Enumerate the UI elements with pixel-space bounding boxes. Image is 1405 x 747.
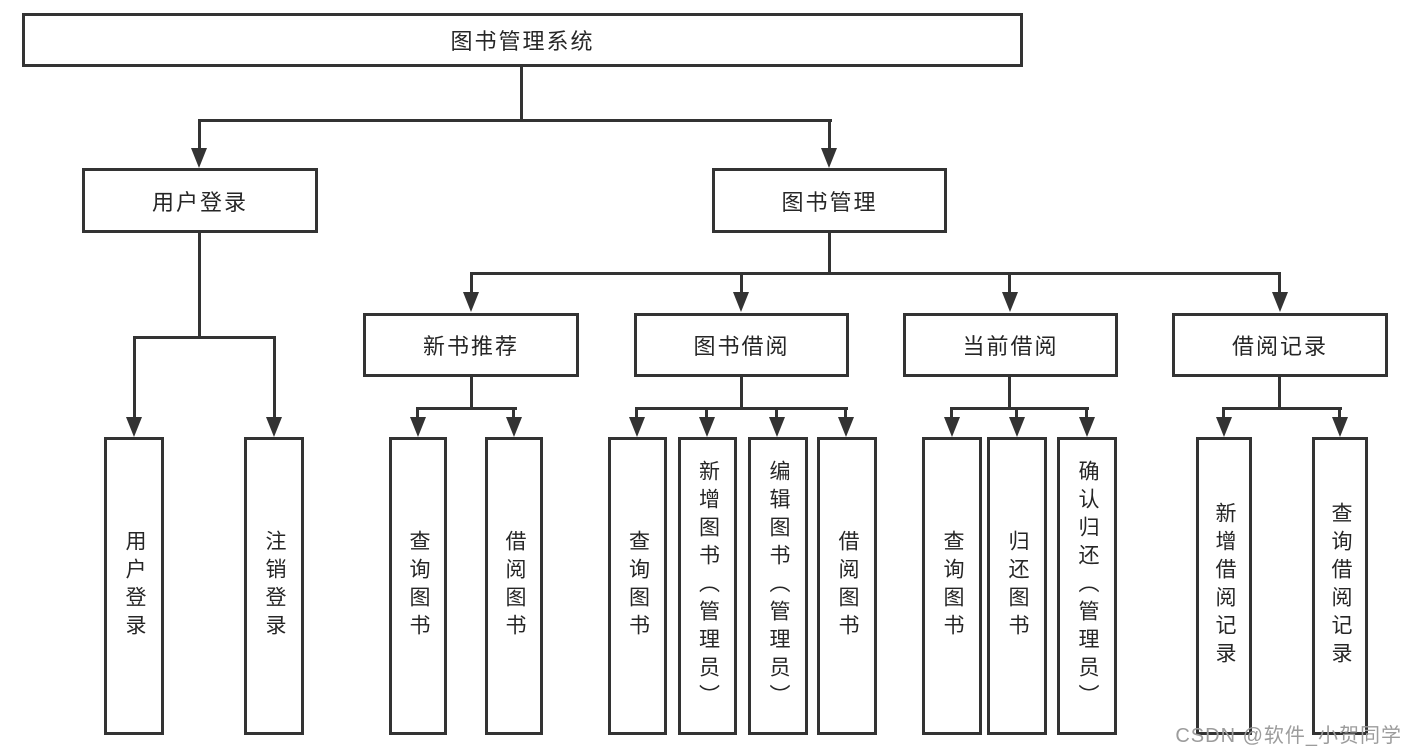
arrow-down-icon: [1002, 292, 1018, 312]
arrow-down-icon: [1009, 417, 1025, 437]
connector-line: [636, 407, 848, 410]
connector-line: [740, 272, 743, 294]
connector-line: [635, 407, 638, 419]
connector-line: [470, 272, 1281, 275]
connector-line: [198, 119, 832, 122]
csdn-watermark: CSDN @软件_小贺同学: [1175, 725, 1402, 747]
arrow-down-icon: [629, 417, 645, 437]
connector-line: [775, 407, 778, 419]
arrow-down-icon: [266, 417, 282, 437]
connector-line: [198, 119, 201, 150]
connector-line: [1222, 407, 1225, 419]
node-book-management-branch: 图书管理: [712, 168, 947, 233]
node-add-borrow-record: 新增借阅记录: [1196, 437, 1252, 735]
connector-line: [844, 407, 847, 419]
arrow-down-icon: [1332, 417, 1348, 437]
connector-line: [133, 336, 276, 339]
node-borrow-books-recommend: 借阅图书: [485, 437, 543, 735]
arrow-down-icon: [838, 417, 854, 437]
connector-line: [1008, 272, 1011, 294]
connector-line: [273, 336, 276, 417]
connector-line: [828, 119, 831, 150]
connector-line: [740, 377, 743, 409]
connector-line: [1222, 407, 1342, 410]
node-confirm-return-admin: 确认归还（管理员）: [1057, 437, 1117, 735]
connector-line: [1278, 272, 1281, 294]
node-query-books-borrowing: 查询图书: [608, 437, 667, 735]
connector-line: [705, 407, 708, 419]
arrow-down-icon: [506, 417, 522, 437]
connector-line: [470, 377, 473, 409]
arrow-down-icon: [126, 417, 142, 437]
arrow-down-icon: [1216, 417, 1232, 437]
arrow-down-icon: [410, 417, 426, 437]
node-user-login-branch: 用户登录: [82, 168, 318, 233]
connector-line: [417, 407, 517, 410]
arrow-down-icon: [944, 417, 960, 437]
node-borrowing-records: 借阅记录: [1172, 313, 1388, 377]
node-edit-books-admin: 编辑图书（管理员）: [748, 437, 808, 735]
node-library-system-root: 图书管理系统: [22, 13, 1023, 67]
arrow-down-icon: [769, 417, 785, 437]
node-query-books-recommend: 查询图书: [389, 437, 447, 735]
node-current-borrowing: 当前借阅: [903, 313, 1118, 377]
node-query-books-current: 查询图书: [922, 437, 982, 735]
connector-line: [512, 407, 515, 419]
connector-line: [1015, 407, 1018, 419]
arrow-down-icon: [699, 417, 715, 437]
connector-line: [828, 233, 831, 274]
node-borrow-books-leaf: 借阅图书: [817, 437, 877, 735]
node-logout-leaf: 注销登录: [244, 437, 304, 735]
connector-line: [470, 272, 473, 294]
arrow-down-icon: [1079, 417, 1095, 437]
arrow-down-icon: [821, 148, 837, 168]
node-book-borrowing: 图书借阅: [634, 313, 849, 377]
connector-line: [520, 67, 523, 119]
connector-line: [950, 407, 1089, 410]
node-user-login-leaf: 用户登录: [104, 437, 164, 735]
node-new-book-recommendation: 新书推荐: [363, 313, 579, 377]
connector-line: [1278, 377, 1281, 409]
connector-line: [198, 233, 201, 336]
arrow-down-icon: [191, 148, 207, 168]
node-add-books-admin: 新增图书（管理员）: [678, 437, 737, 735]
connector-line: [1338, 407, 1341, 419]
arrow-down-icon: [463, 292, 479, 312]
node-return-books: 归还图书: [987, 437, 1047, 735]
arrow-down-icon: [1272, 292, 1288, 312]
connector-line: [1008, 377, 1011, 409]
node-query-borrow-record: 查询借阅记录: [1312, 437, 1368, 735]
connector-line: [133, 336, 136, 417]
connector-line: [950, 407, 953, 419]
arrow-down-icon: [733, 292, 749, 312]
connector-line: [1085, 407, 1088, 419]
connector-line: [416, 407, 419, 419]
